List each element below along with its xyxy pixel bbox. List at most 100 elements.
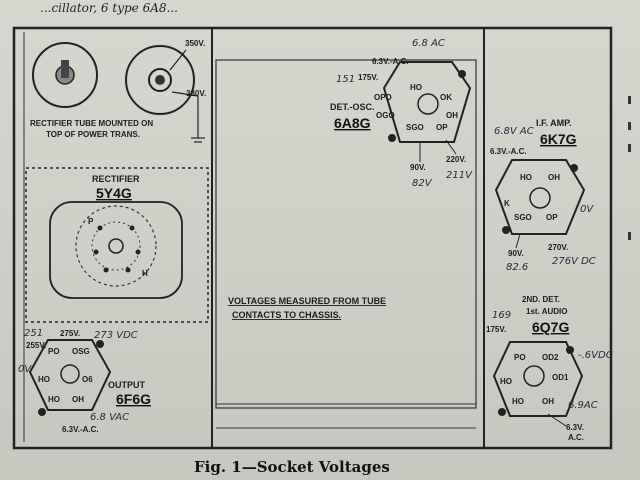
rectifier-socket-inner-ring (91, 221, 141, 271)
det-osc-pin: OGO (376, 111, 395, 120)
if-amp-hand-826: 82.6 (506, 262, 528, 273)
det-osc-v-heater: 6.3V.-A.C. (372, 57, 409, 66)
rect-pin (125, 267, 131, 273)
det-osc-pin: OPO (374, 93, 392, 102)
second-det-pin: OD1 (552, 373, 569, 382)
if-amp-6k7g: HO OH K SGO OP I.F. AMP. 6K7G 6.3V.-A.C.… (490, 118, 596, 273)
if-amp-hand-68ac: 6.8V AC (494, 126, 534, 137)
second-det-title-1: 2ND. DET. (522, 295, 560, 304)
if-amp-hand-276: 276V DC (552, 256, 596, 267)
if-amp-lead (515, 233, 521, 249)
rectifier-5y4g: RECTIFIER 5Y4G P H (25, 167, 209, 323)
rectifier-socket-body (49, 201, 183, 299)
rectifier-mount-label-2: TOP OF POWER TRANS. (46, 130, 140, 139)
if-amp-mount-hole (570, 164, 578, 172)
rect-pin-h: H (142, 269, 148, 278)
output-mount-hole (38, 408, 46, 416)
second-det-hand-6vdc: -.6VDC (578, 350, 613, 361)
det-osc-pin: HO (410, 83, 422, 92)
second-det-hand-169: 169 (492, 310, 511, 321)
output-hand-251: 251 (24, 328, 43, 339)
rectifier-socket-circle-a (32, 42, 98, 108)
margin-mark (628, 96, 631, 104)
det-osc-key-icon (417, 93, 439, 115)
rect-pin (93, 249, 99, 255)
second-det-pin: OD2 (542, 353, 559, 362)
det-osc-mount-hole (458, 70, 466, 78)
if-amp-hand-0v: 0V (580, 204, 594, 215)
det-osc-hand-151: 151 (336, 74, 355, 85)
chassis-box (215, 59, 477, 409)
lead-350 (169, 49, 187, 71)
second-det-mount-hole (498, 408, 506, 416)
header-text: ...cillator, 6 type 6A8... (40, 1, 178, 15)
v-330: 330V. (186, 89, 206, 98)
det-osc-v-90: 90V. (410, 163, 426, 172)
output-hand-273: 273 VDC (94, 330, 138, 341)
output-pin: HO (48, 395, 60, 404)
rectifier-key-icon (108, 238, 124, 254)
rectifier-dashed-box (25, 167, 209, 323)
output-hand-0v: 0V (18, 364, 32, 375)
lead-330 (171, 91, 199, 97)
margin-mark (628, 144, 631, 152)
second-det-key-icon (523, 365, 545, 387)
rect-pin (97, 225, 103, 231)
rectifier-knob-stem (61, 60, 69, 78)
det-osc-hand-82: 82V (412, 178, 433, 189)
det-osc-socket-body (382, 61, 472, 143)
if-amp-title: I.F. AMP. (536, 118, 572, 128)
v-350: 350V. (185, 39, 205, 48)
second-det-hand-69: 6.9AC (568, 400, 598, 411)
det-osc-tube: 6A8G (334, 115, 371, 131)
det-osc-hand-211: 211V (446, 170, 473, 181)
rect-pin-p: P (88, 217, 94, 226)
second-det-pin: PO (514, 353, 526, 362)
output-v-255: 255V. (26, 341, 46, 350)
note-line-2: CONTACTS TO CHASSIS. (232, 310, 341, 320)
output-mount-hole (96, 340, 104, 348)
output-key-icon (60, 364, 80, 384)
if-amp-pin: OP (546, 213, 558, 222)
det-osc-mount-hole (388, 134, 396, 142)
output-tube: 6F6G (116, 391, 151, 407)
output-pin: HO (38, 375, 50, 384)
second-det-v-175: 175V. (486, 325, 506, 334)
second-det-v-heater: 6.3V. (566, 423, 584, 432)
output-6f6g: PO OSG HO O6 HO OH OUTPUT 6F6G 255V. 275… (18, 328, 151, 434)
output-pin: PO (48, 347, 60, 356)
if-amp-pin: K (504, 199, 510, 208)
second-det-mount-hole (566, 346, 574, 354)
rect-pin (135, 249, 141, 255)
output-pin: O6 (82, 375, 93, 384)
rectifier-tube: 5Y4G (96, 185, 132, 201)
rectifier-socket-circle-b (125, 45, 195, 115)
if-amp-socket-body (494, 159, 586, 235)
output-title: OUTPUT (108, 380, 146, 390)
second-det-pin: HO (500, 377, 512, 386)
if-amp-key-icon (529, 187, 551, 209)
margin-mark (628, 122, 631, 130)
rectifier-top-mount: 350V. 330V. RECTIFIER TUBE MOUNTED ON TO… (30, 39, 206, 143)
output-socket-body (28, 339, 112, 411)
second-det-v-ac: A.C. (568, 433, 584, 442)
output-pin: OH (72, 395, 84, 404)
rectifier-mount-label-1: RECTIFIER TUBE MOUNTED ON (30, 119, 153, 128)
second-det-lead (547, 413, 567, 427)
output-v-275: 275V. (60, 329, 80, 338)
det-osc-pin: OP (436, 123, 448, 132)
rectifier-socket-ring (75, 205, 157, 287)
rectifier-title: RECTIFIER (92, 174, 140, 184)
if-amp-pin: OH (548, 173, 560, 182)
det-osc-title: DET.-OSC. (330, 102, 375, 112)
det-osc-lead (445, 139, 457, 155)
second-det-title-2: 1st. AUDIO (526, 307, 568, 316)
second-det-6q7g: PO OD2 HO OD1 HO OH 2ND. DET. 1st. AUDIO… (486, 295, 613, 442)
second-det-tube: 6Q7G (532, 319, 569, 335)
rectifier-socket-center (148, 68, 172, 92)
output-pin: OSG (72, 347, 90, 356)
det-osc-v-220: 220V. (446, 155, 466, 164)
output-hand-68: 6.8 VAC (90, 412, 129, 423)
if-amp-pin: HO (520, 173, 532, 182)
note-line-1: VOLTAGES MEASURED FROM TUBE (228, 296, 386, 306)
